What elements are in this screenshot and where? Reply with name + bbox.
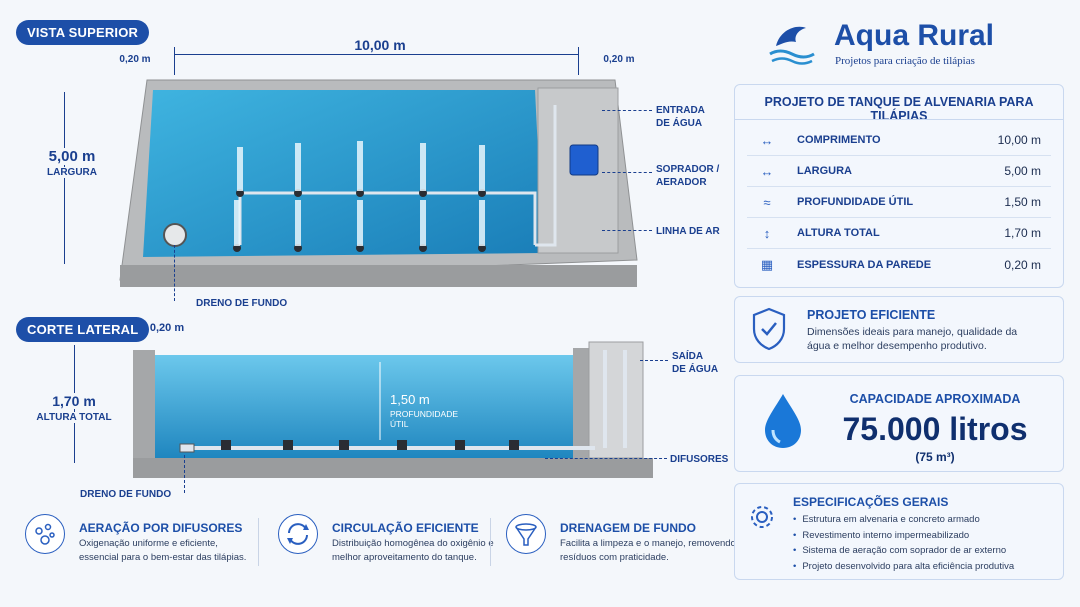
shield-check-icon bbox=[751, 307, 787, 356]
general-item: Projeto desenvolvido para alta eficiênci… bbox=[793, 559, 1014, 575]
width-label: LARGURA bbox=[36, 167, 108, 178]
callout-line-outlet bbox=[640, 360, 668, 361]
spec-label: ESPESSURA DA PAREDE bbox=[797, 258, 932, 271]
feature-text: Oxigenação uniforme e eficiente, essenci… bbox=[79, 538, 247, 563]
length-dimension-line bbox=[174, 54, 579, 55]
length-tick-left bbox=[174, 47, 175, 75]
spec-label: PROFUNDIDADE ÚTIL bbox=[797, 196, 914, 208]
brick-wall-icon: ▦ bbox=[760, 256, 774, 272]
capacity-card: CAPACIDADE APROXIMADA 75.000 litros (75 … bbox=[734, 375, 1064, 472]
spec-row-wall: ▦ ESPESSURA DA PAREDE 0,20 m bbox=[747, 249, 1051, 280]
spec-label: ALTURA TOTAL bbox=[797, 227, 880, 239]
efficient-card: PROJETO EFICIENTE Dimensões ideais para … bbox=[734, 296, 1064, 363]
feature-text: Distribuição homogênea do oxigênio e mel… bbox=[332, 538, 494, 563]
side-wall-value: 0,20 m bbox=[149, 322, 185, 334]
spec-row-depth: ≈ PROFUNDIDADE ÚTIL 1,50 m bbox=[747, 187, 1051, 218]
capacity-value: 75.000 litros bbox=[842, 411, 1028, 447]
efficient-title: PROJETO EFICIENTE bbox=[807, 308, 936, 322]
bubbles-icon bbox=[25, 514, 65, 554]
general-title: ESPECIFICAÇÕES GERAIS bbox=[793, 495, 949, 509]
callout-diffusers: DIFUSORES bbox=[670, 454, 729, 465]
width-arrows-icon: ↔ bbox=[760, 163, 774, 179]
brand-logo-icon bbox=[766, 18, 818, 68]
depth-value: 1,50 m bbox=[390, 392, 430, 407]
callout-line-air bbox=[602, 230, 652, 231]
spec-row-width: ↔ LARGURA 5,00 m bbox=[747, 156, 1051, 187]
circulation-arrows-icon bbox=[278, 514, 318, 554]
callout-line-drain-side bbox=[184, 455, 185, 493]
height-value: 1,70 m bbox=[38, 393, 110, 409]
brand-tagline: Projetos para criação de tilápias bbox=[835, 55, 975, 67]
callout-water-inlet: ENTRADA DE ÁGUA bbox=[656, 105, 705, 129]
project-title-divider bbox=[735, 119, 1063, 120]
feature-aeration: AERAÇÃO POR DIFUSORES Oxigenação uniform… bbox=[25, 512, 255, 572]
efficient-text: Dimensões ideais para manejo, qualidade … bbox=[807, 326, 1018, 352]
callout-blower: SOPRADOR / AERADOR bbox=[656, 164, 720, 188]
width-value: 5,00 m bbox=[36, 148, 108, 165]
general-item: Sistema de aeração com soprador de ar ex… bbox=[793, 543, 1014, 559]
feature-drainage: DRENAGEM DE FUNDO Facilita a limpeza e o… bbox=[506, 512, 736, 572]
length-tick-right bbox=[578, 47, 579, 75]
feature-divider bbox=[490, 518, 491, 566]
capacity-title: CAPACIDADE APROXIMADA bbox=[849, 392, 1021, 406]
callout-line-diffusers bbox=[545, 458, 667, 459]
general-list: Estrutura em alvenaria e concreto armado… bbox=[793, 512, 1014, 574]
feature-circulation: CIRCULAÇÃO EFICIENTE Distribuição homogê… bbox=[278, 512, 498, 572]
side-view-tank bbox=[133, 341, 653, 478]
water-waves-icon: ≈ bbox=[763, 194, 771, 210]
spec-value: 5,00 m bbox=[1004, 164, 1041, 178]
callout-air-line: LINHA DE AR bbox=[656, 226, 720, 237]
spec-value: 0,20 m bbox=[1004, 257, 1041, 272]
wall-right-value: 0,20 m bbox=[603, 54, 635, 65]
project-specs-card: PROJETO DE TANQUE DE ALVENARIA PARA TILÁ… bbox=[734, 84, 1064, 288]
top-view-label: VISTA SUPERIOR bbox=[16, 20, 150, 45]
gear-icon bbox=[747, 502, 777, 537]
spec-row-height: ↕ ALTURA TOTAL 1,70 m bbox=[747, 218, 1051, 249]
top-view-tank bbox=[119, 79, 638, 287]
length-value: 10,00 m bbox=[354, 37, 406, 53]
capacity-sub: (75 m³) bbox=[915, 450, 955, 464]
callout-water-outlet: SAÍDA DE ÁGUA bbox=[672, 351, 719, 375]
feature-title: DRENAGEM DE FUNDO bbox=[560, 521, 697, 535]
callout-line-blower bbox=[602, 172, 652, 173]
spec-value: 10,00 m bbox=[997, 133, 1041, 147]
height-arrow-icon: ↕ bbox=[763, 225, 771, 241]
height-label: ALTURA TOTAL bbox=[32, 412, 116, 423]
feature-title: AERAÇÃO POR DIFUSORES bbox=[79, 521, 243, 535]
wall-left-value: 0,20 m bbox=[119, 54, 151, 65]
callout-drain-side: DRENO DE FUNDO bbox=[80, 489, 172, 500]
feature-text: Facilita a limpeza e o manejo, removendo… bbox=[560, 538, 736, 563]
general-item: Estrutura em alvenaria e concreto armado bbox=[793, 512, 1014, 528]
brand-name: Aqua Rural bbox=[834, 19, 995, 52]
drain-funnel-icon bbox=[506, 514, 546, 554]
callout-line-drain-top bbox=[174, 245, 175, 301]
length-arrows-icon: ↔ bbox=[760, 132, 774, 148]
spec-label: COMPRIMENTO bbox=[797, 134, 881, 146]
side-view-label: CORTE LATERAL bbox=[16, 317, 150, 342]
feature-divider bbox=[258, 518, 259, 566]
callout-line-inlet bbox=[602, 110, 652, 111]
spec-label: LARGURA bbox=[797, 165, 852, 177]
general-specs-card: ESPECIFICAÇÕES GERAIS Estrutura em alven… bbox=[734, 483, 1064, 580]
spec-row-length: ↔ COMPRIMENTO 10,00 m bbox=[747, 125, 1051, 156]
spec-value: 1,70 m bbox=[1004, 226, 1041, 240]
feature-title: CIRCULAÇÃO EFICIENTE bbox=[332, 521, 479, 535]
spec-value: 1,50 m bbox=[1004, 195, 1041, 209]
depth-label: PROFUNDIDADE ÚTIL bbox=[390, 409, 459, 429]
water-drop-icon bbox=[761, 392, 805, 455]
general-item: Revestimento interno impermeabilizado bbox=[793, 528, 1014, 544]
callout-drain-top: DRENO DE FUNDO bbox=[196, 298, 288, 309]
width-dimension-line bbox=[64, 92, 65, 264]
